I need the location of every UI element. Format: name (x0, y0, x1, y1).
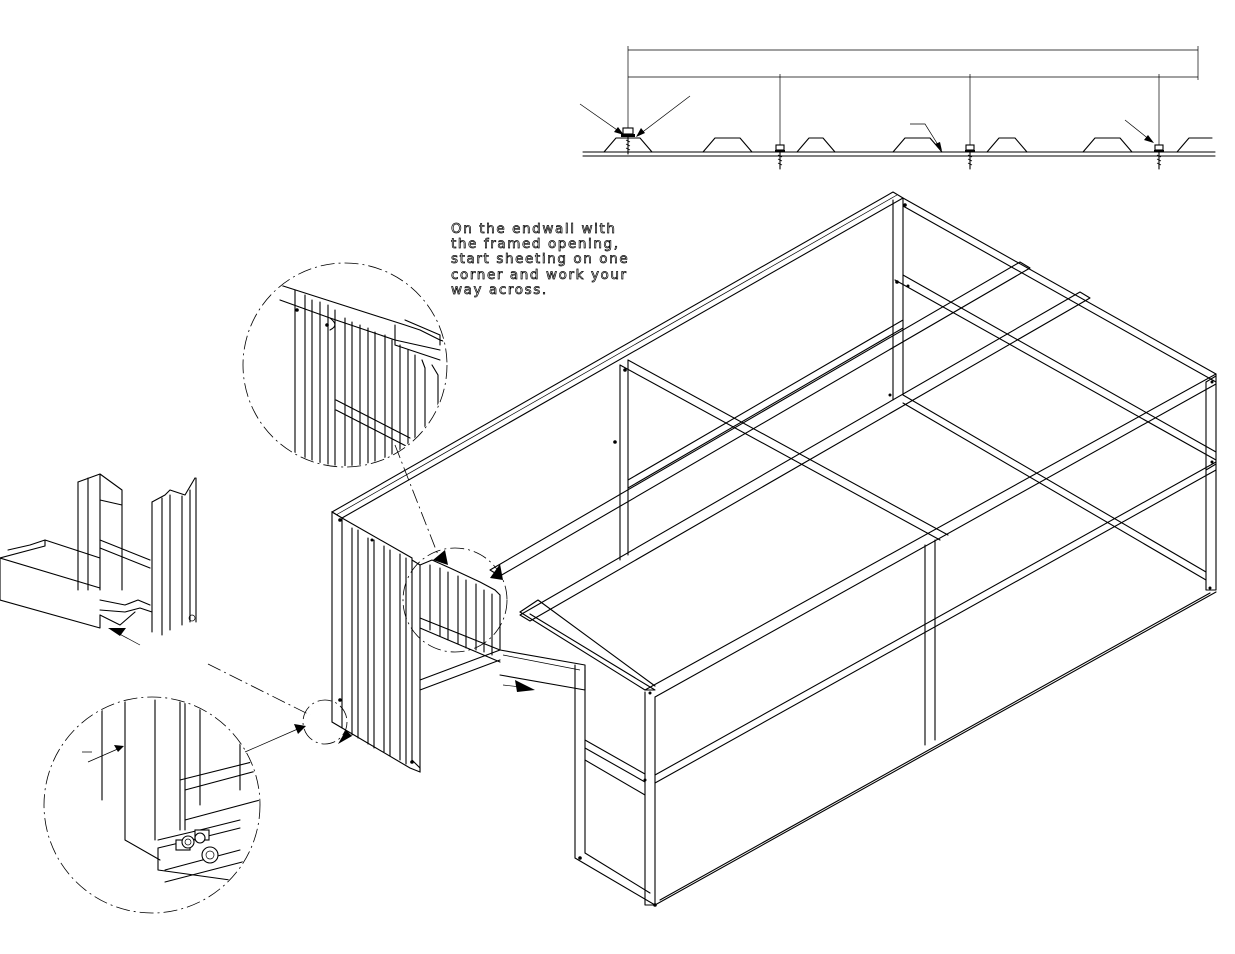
detail-circle-base-angle (43, 696, 261, 914)
screw-fastener-icon (621, 127, 1164, 170)
detail-marker-circle (402, 547, 508, 653)
detail-circle-sheeting-corner (242, 262, 448, 468)
instruction-note: On the endwall with the framed opening, … (451, 221, 651, 298)
endwall-sheeting (331, 203, 1214, 907)
leader-arrow-icon (338, 444, 535, 744)
leader-arrow-icon (579, 95, 1154, 151)
panel-profile-section (579, 46, 1216, 170)
detail-corner-flashing (0, 473, 197, 646)
note-line-2: the framed opening, (451, 236, 620, 253)
note-line-5: way across. (451, 281, 548, 298)
dimension-lines (627, 46, 1199, 146)
note-line-3: start sheeting on one (451, 251, 630, 268)
building-frame (331, 191, 1217, 906)
note-line-1: On the endwall with (451, 221, 617, 237)
panel-ribs (603, 137, 1213, 153)
note-line-4: corner and work your (451, 266, 628, 283)
corner-detail-marker (302, 699, 348, 745)
